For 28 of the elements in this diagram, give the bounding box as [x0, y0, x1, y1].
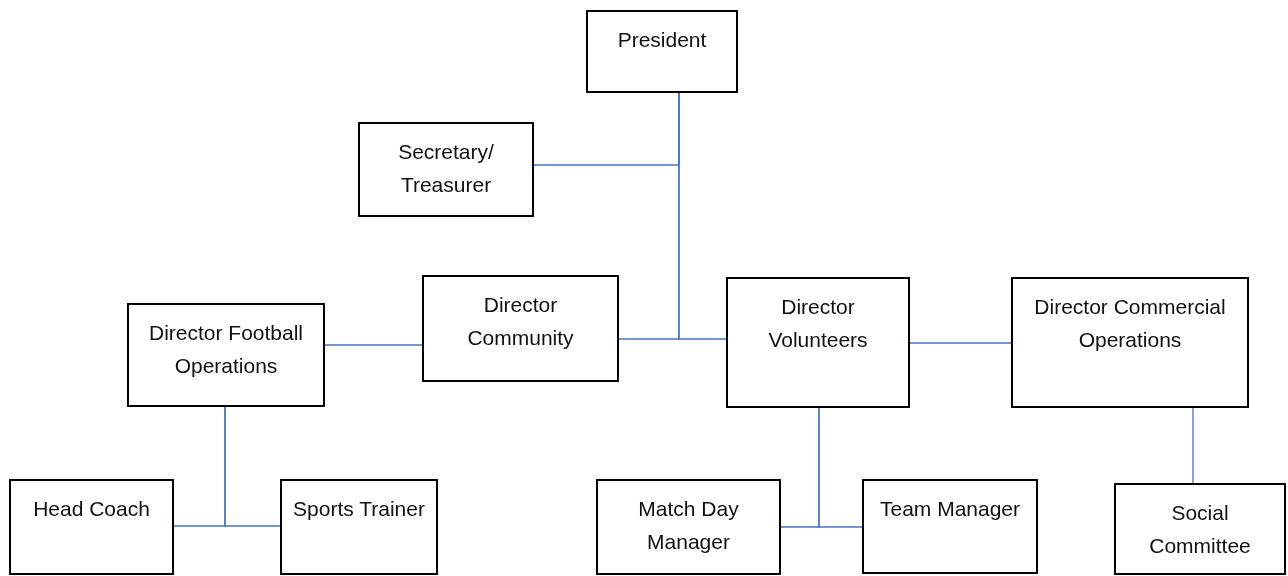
role-box	[127, 303, 325, 407]
role-box	[1114, 483, 1286, 575]
role-title: Secretary/ Treasurer	[397, 139, 495, 198]
role-title: Director Volunteers	[767, 294, 869, 353]
role-title: Team Manager	[878, 496, 1022, 522]
role-title: Match Day Manager	[637, 496, 740, 555]
role-box	[358, 122, 534, 217]
role-box	[9, 479, 174, 575]
role-title: Director Football Operations	[147, 320, 305, 379]
role-box	[1011, 277, 1249, 408]
role-title: Director Commercial Operations	[1033, 294, 1227, 353]
role-title: President	[616, 27, 708, 53]
connector-line	[818, 407, 863, 528]
role-box	[862, 479, 1038, 574]
role-box	[726, 277, 910, 408]
role-box	[596, 479, 781, 575]
connector-line	[1192, 407, 1194, 484]
role-title: Head Coach	[32, 496, 151, 522]
connector-line	[324, 344, 423, 346]
connector-line	[224, 406, 281, 527]
role-box	[422, 275, 619, 382]
role-box	[280, 479, 438, 575]
role-title: Sports Trainer	[292, 496, 426, 522]
role-title: Social Committee	[1148, 500, 1252, 559]
connector-line	[909, 342, 1012, 344]
role-box	[586, 10, 738, 93]
role-title: Director Community	[466, 292, 575, 351]
connector-line	[678, 92, 727, 340]
